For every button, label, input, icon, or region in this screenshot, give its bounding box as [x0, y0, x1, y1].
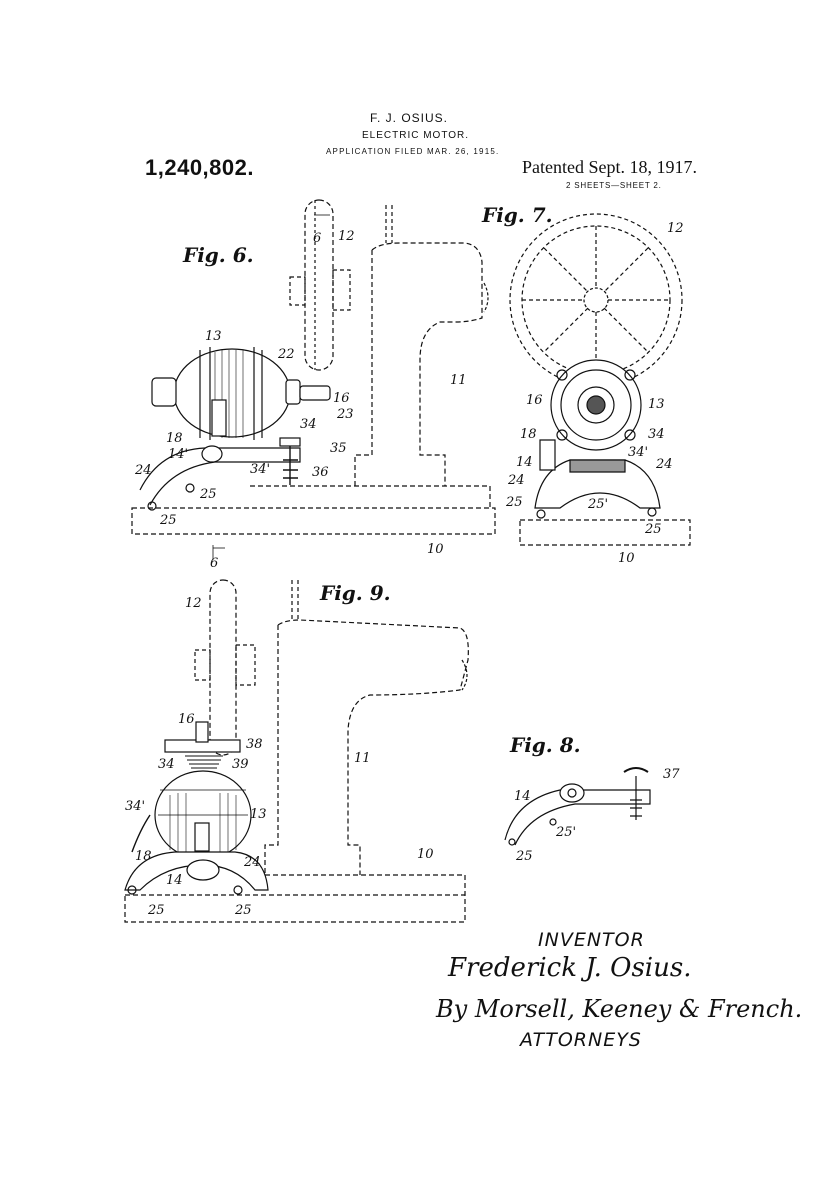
- fig9-ref-12: 12: [185, 596, 202, 611]
- fig8-ref-14: 14: [514, 789, 531, 804]
- application-filed: APPLICATION FILED MAR. 26, 1915.: [326, 147, 500, 156]
- patented-date: Patented Sept. 18, 1917.: [522, 157, 697, 177]
- patent-number: 1,240,802.: [145, 155, 254, 180]
- fig7-ref-34: 34: [648, 427, 665, 442]
- fig9-ref-34: 34: [158, 757, 175, 772]
- inventor-caption: INVENTOR: [538, 929, 645, 951]
- fig6-ref-34: 34: [300, 417, 317, 432]
- fig6-ref-14p: 14': [168, 447, 188, 462]
- figure-9-drawing: Fig. 9. 12: [124, 579, 469, 923]
- fig9-ref-14: 14: [166, 873, 183, 888]
- figure-6-drawing: Fig. 6.: [131, 199, 496, 571]
- fig7-ref-24a: 24: [507, 473, 525, 488]
- fig8-ref-25p: 25': [555, 825, 576, 840]
- fig6-ref-6-bottom: 6: [210, 556, 218, 571]
- fig7-ref-12: 12: [667, 221, 684, 236]
- sheet-count: 2 SHEETS—SHEET 2.: [566, 181, 662, 190]
- fig6-ref-13: 13: [205, 329, 222, 344]
- fig8-ref-37: 37: [663, 767, 680, 782]
- fig9-ref-25a: 25: [147, 903, 165, 918]
- fig6-ref-22: 22: [277, 347, 295, 362]
- fig7-ref-13: 13: [648, 397, 665, 412]
- fig6-ref-10: 10: [427, 542, 444, 557]
- fig9-caption: Fig. 9.: [319, 581, 391, 605]
- fig6-ref-23: 23: [336, 407, 354, 422]
- fig6-ref-25a: 25: [199, 487, 217, 502]
- attorneys-caption: ATTORNEYS: [520, 1029, 642, 1051]
- fig7-ref-25a: 25: [505, 495, 523, 510]
- fig9-ref-18: 18: [135, 849, 152, 864]
- fig9-ref-34p: 34': [125, 799, 145, 814]
- fig9-ref-25b: 25: [234, 903, 252, 918]
- fig9-ref-13: 13: [250, 807, 267, 822]
- patent-title: ELECTRIC MOTOR.: [362, 130, 470, 141]
- fig8-ref-25: 25: [515, 849, 533, 864]
- fig6-ref-6-top: 6: [313, 231, 321, 246]
- fig7-ref-25p: 25': [587, 497, 608, 512]
- fig7-ref-34p: 34': [628, 445, 648, 460]
- fig6-ref-12: 12: [338, 229, 355, 244]
- figure-7-drawing: Fig. 7. 12 16 13 18 34 14: [481, 203, 691, 566]
- inventor-signature: Frederick J. Osius.: [448, 953, 692, 983]
- fig6-caption: Fig. 6.: [182, 243, 254, 267]
- fig8-caption: Fig. 8.: [509, 733, 581, 757]
- fig9-ref-39: 39: [232, 757, 249, 772]
- fig7-caption: Fig. 7.: [481, 203, 553, 227]
- fig7-ref-10: 10: [618, 551, 635, 566]
- fig6-ref-18: 18: [166, 431, 183, 446]
- fig6-ref-11: 11: [450, 373, 467, 388]
- fig7-ref-24b: 24: [655, 457, 673, 472]
- fig6-ref-35: 35: [330, 441, 347, 456]
- fig9-ref-38: 38: [246, 737, 263, 752]
- fig7-ref-25b: 25: [644, 522, 662, 537]
- attorneys-signature: By Morsell, Keeney & French.: [436, 995, 803, 1023]
- figure-8-drawing: Fig. 8. 14 37 25' 25: [504, 733, 680, 864]
- fig9-ref-24: 24: [243, 855, 261, 870]
- fig9-ref-16: 16: [178, 712, 195, 727]
- fig6-ref-36: 36: [312, 465, 329, 480]
- fig6-ref-34p: 34': [250, 462, 270, 477]
- fig6-ref-24: 24: [134, 463, 152, 478]
- fig7-ref-18: 18: [520, 427, 537, 442]
- fig6-ref-25b: 25: [159, 513, 177, 528]
- fig9-ref-10: 10: [417, 847, 434, 862]
- fig9-ref-11: 11: [354, 751, 371, 766]
- fig7-ref-14: 14: [516, 455, 533, 470]
- fig6-ref-16: 16: [333, 391, 350, 406]
- inventor-name: F. J. OSIUS.: [370, 111, 449, 125]
- fig7-ref-16: 16: [526, 393, 543, 408]
